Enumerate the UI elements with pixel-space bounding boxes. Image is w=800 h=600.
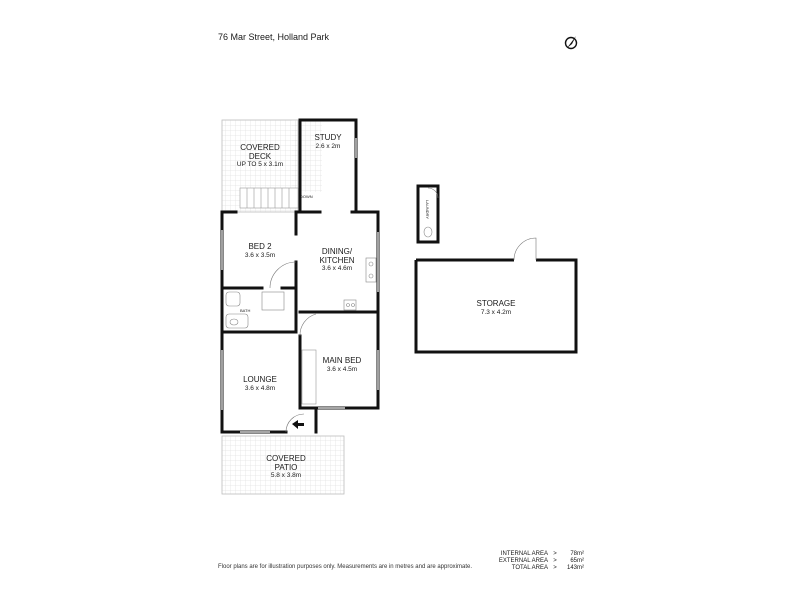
dining-name-1: DINING/ [322,247,353,256]
storage: STORAGE 7.3 x 4.2m [414,237,578,354]
bath-label: BATH [240,308,250,313]
wardrobe [301,349,317,405]
covered-patio-name-1: COVERED [266,454,306,463]
lounge-name: LOUNGE [243,375,277,384]
bed2-dims: 3.6 x 3.5m [245,252,275,259]
dining-name-2: KITCHEN [319,256,354,265]
deck-stairs [239,187,299,209]
laundry-label: LAUNDRY [425,200,430,219]
lounge-dims: 3.6 x 4.8m [245,385,275,392]
kitchen-fixtures [343,257,377,311]
area-value: 78m² [570,551,584,557]
dining-dims: 3.6 x 4.6m [322,265,352,272]
main-bed-dims: 3.6 x 4.5m [327,366,357,373]
bathroom-fixtures [225,291,285,329]
windows [221,138,379,433]
storage-name: STORAGE [477,299,516,308]
stairs-down-label: DOWN [300,194,313,199]
main-bed-name: MAIN BED [323,356,362,365]
total-area-row: TOTAL AREA > 143m² [486,565,584,572]
internal-area-row: INTERNAL AREA > 78m² [486,551,584,558]
area-separator: > [553,565,557,571]
bed2-name: BED 2 [248,242,272,251]
compass-icon [562,33,580,51]
covered-patio: COVERED PATIO 5.8 x 3.8m [221,435,345,495]
covered-deck: DOWN COVERED DECK UP TO 5 x 3.1m [221,119,322,213]
storage-dims: 7.3 x 4.2m [481,309,511,316]
covered-patio-dims: 5.8 x 3.8m [271,472,301,479]
area-label: INTERNAL AREA [500,551,548,557]
external-area-row: EXTERNAL AREA > 65m² [486,558,584,565]
area-value: 65m² [570,558,584,564]
area-summary: INTERNAL AREA > 78m² EXTERNAL AREA > 65m… [486,551,584,572]
area-label: EXTERNAL AREA [498,558,548,564]
laundry: LAUNDRY [416,184,440,244]
covered-deck-name-1: COVERED [240,143,280,152]
area-separator: > [553,551,557,557]
entry-arrow-icon [292,420,304,429]
area-value: 143m² [566,565,584,571]
door-swings [269,261,317,433]
covered-deck-dims: UP TO 5 x 3.1m [237,161,283,168]
area-separator: > [553,558,557,564]
area-label: TOTAL AREA [511,565,548,571]
property-address: 76 Mar Street, Holland Park [218,32,330,42]
covered-patio-name-2: PATIO [275,463,298,472]
study-dims: 2.6 x 2m [316,143,341,150]
disclaimer: Floor plans are for illustration purpose… [218,564,473,570]
covered-deck-name-2: DECK [249,152,272,161]
study-name: STUDY [314,133,342,142]
